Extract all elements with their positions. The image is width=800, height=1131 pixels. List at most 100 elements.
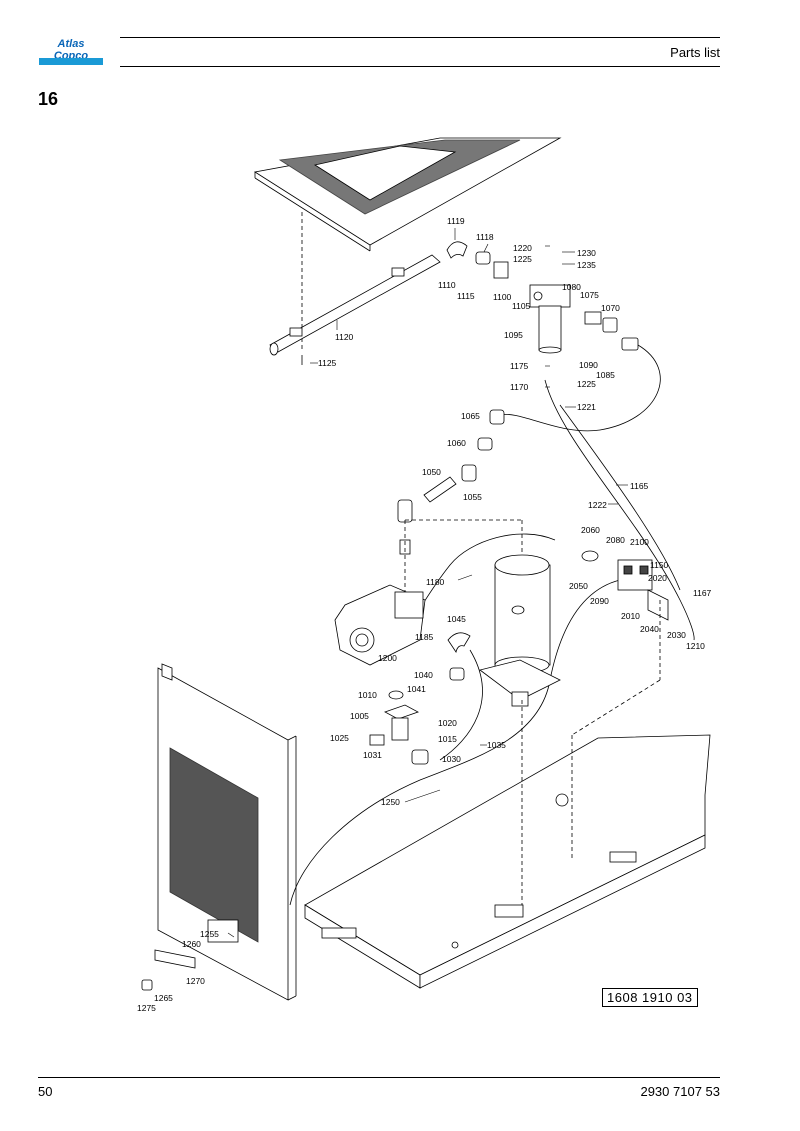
- receiver-tank: [479, 554, 561, 707]
- part-label-1255: 1255: [200, 929, 219, 939]
- part-label-1165: 1165: [630, 481, 649, 491]
- part-label-1230: 1230: [577, 248, 596, 258]
- part-label-1250: 1250: [381, 797, 400, 807]
- part-label-1119: 1119: [447, 216, 465, 226]
- fitting-1070: [602, 317, 618, 333]
- hose-1250: [289, 579, 621, 906]
- compressor-element: [334, 584, 426, 666]
- tube-1050: [423, 476, 457, 503]
- part-label-1185: 1185: [415, 632, 434, 642]
- part-label-2060: 2060: [581, 525, 600, 535]
- hose-1035: [439, 649, 483, 761]
- block-1100: [493, 261, 509, 279]
- tube-1120: [269, 254, 441, 365]
- part-label-1265: 1265: [154, 993, 173, 1003]
- logo-bar: [39, 58, 103, 65]
- elbow-1045: [447, 632, 471, 653]
- part-label-1055: 1055: [463, 492, 482, 502]
- part-label-2030: 2030: [667, 630, 686, 640]
- fitting-1075: [584, 311, 602, 325]
- fitting-1065: [489, 409, 505, 425]
- part-label-1080: 1080: [562, 282, 581, 292]
- part-label-1095: 1095: [504, 330, 523, 340]
- part-label-1150: 1150: [650, 560, 669, 570]
- hinge-strip-1260: [154, 949, 196, 969]
- part-label-1045: 1045: [447, 614, 466, 624]
- part-label-1010: 1010: [358, 690, 377, 700]
- part-label-1030: 1030: [442, 754, 461, 764]
- part-label-1180: 1180: [426, 577, 445, 587]
- hose-1222: [559, 404, 681, 591]
- part-label-2080: 2080: [606, 535, 625, 545]
- part-label-1090: 1090: [579, 360, 598, 370]
- page-title: Parts list: [670, 45, 720, 60]
- base-frame: [304, 734, 711, 989]
- part-label-1175: 1175: [510, 361, 529, 371]
- part-label-1070: 1070: [601, 303, 620, 313]
- part-label-1105: 1105: [512, 301, 531, 311]
- part-label-1167: 1167: [693, 588, 712, 598]
- part-label-1100: 1100: [493, 292, 512, 302]
- section-number: 16: [38, 89, 59, 109]
- part-label-1025: 1025: [330, 733, 349, 743]
- part-label-1060: 1060: [447, 438, 466, 448]
- fitting-top-left: [397, 499, 413, 555]
- part-label-1221: 1221: [577, 402, 596, 412]
- header-rule-top: [120, 37, 720, 38]
- part-label-1210: 1210: [686, 641, 705, 651]
- filter-1095: [529, 284, 571, 354]
- part-label-1170: 1170: [510, 382, 529, 392]
- document-number: 2930 7107 53: [640, 1084, 720, 1099]
- part-label-1085: 1085: [596, 370, 615, 380]
- page-number: 50: [38, 1084, 53, 1099]
- fitting-1085: [621, 337, 639, 351]
- drawing-id: 1608 1910 03: [602, 988, 698, 1007]
- part-label-1118: 1118: [476, 232, 494, 242]
- part-label-1015: 1015: [438, 734, 457, 744]
- part-label-2090: 2090: [590, 596, 609, 606]
- part-label-1260: 1260: [182, 939, 201, 949]
- part-label-1020: 1020: [438, 718, 457, 728]
- part-label-1270: 1270: [186, 976, 205, 986]
- part-label-1220: 1220: [513, 243, 532, 253]
- part-label-1110: 1110: [438, 280, 456, 290]
- side-door-panel: [157, 663, 297, 1001]
- part-label-1050: 1050: [422, 467, 441, 477]
- part-label-1120: 1120: [335, 332, 354, 342]
- fitting-1040: [449, 667, 465, 681]
- check-valve-1005: [369, 690, 429, 765]
- part-label-1222: 1222: [588, 500, 607, 510]
- part-label-2010: 2010: [621, 611, 640, 621]
- top-grille-panel: [253, 137, 562, 252]
- part-label-1225: 1225: [513, 254, 532, 264]
- part-label-1200: 1200: [378, 653, 397, 663]
- part-label-1005: 1005: [350, 711, 369, 721]
- fitting-1118: [475, 251, 491, 265]
- fitting-1055: [461, 464, 477, 482]
- elbow-1119: [446, 241, 468, 259]
- atlas-copco-logo: Atlas Copco: [39, 38, 103, 66]
- fitting-1060: [477, 437, 493, 451]
- hose-1065: [499, 344, 661, 432]
- part-label-1225: 1225: [577, 379, 596, 389]
- part-label-1125: 1125: [318, 358, 337, 368]
- part-label-1040: 1040: [414, 670, 433, 680]
- part-label-1275: 1275: [137, 1003, 156, 1013]
- part-label-2040: 2040: [640, 624, 659, 634]
- valve-2010: [581, 550, 669, 621]
- part-label-1075: 1075: [580, 290, 599, 300]
- part-label-1235: 1235: [577, 260, 596, 270]
- part-label-1035: 1035: [487, 740, 506, 750]
- part-label-2100: 2100: [630, 537, 649, 547]
- part-label-1115: 1115: [457, 291, 475, 301]
- footer-rule: [38, 1077, 720, 1078]
- header-rule-bottom: [120, 66, 720, 67]
- part-label-1065: 1065: [461, 411, 480, 421]
- hose-1165: [544, 379, 695, 641]
- part-label-2020: 2020: [648, 573, 667, 583]
- part-label-2050: 2050: [569, 581, 588, 591]
- latch-1275: [141, 979, 153, 991]
- part-label-1031: 1031: [363, 750, 382, 760]
